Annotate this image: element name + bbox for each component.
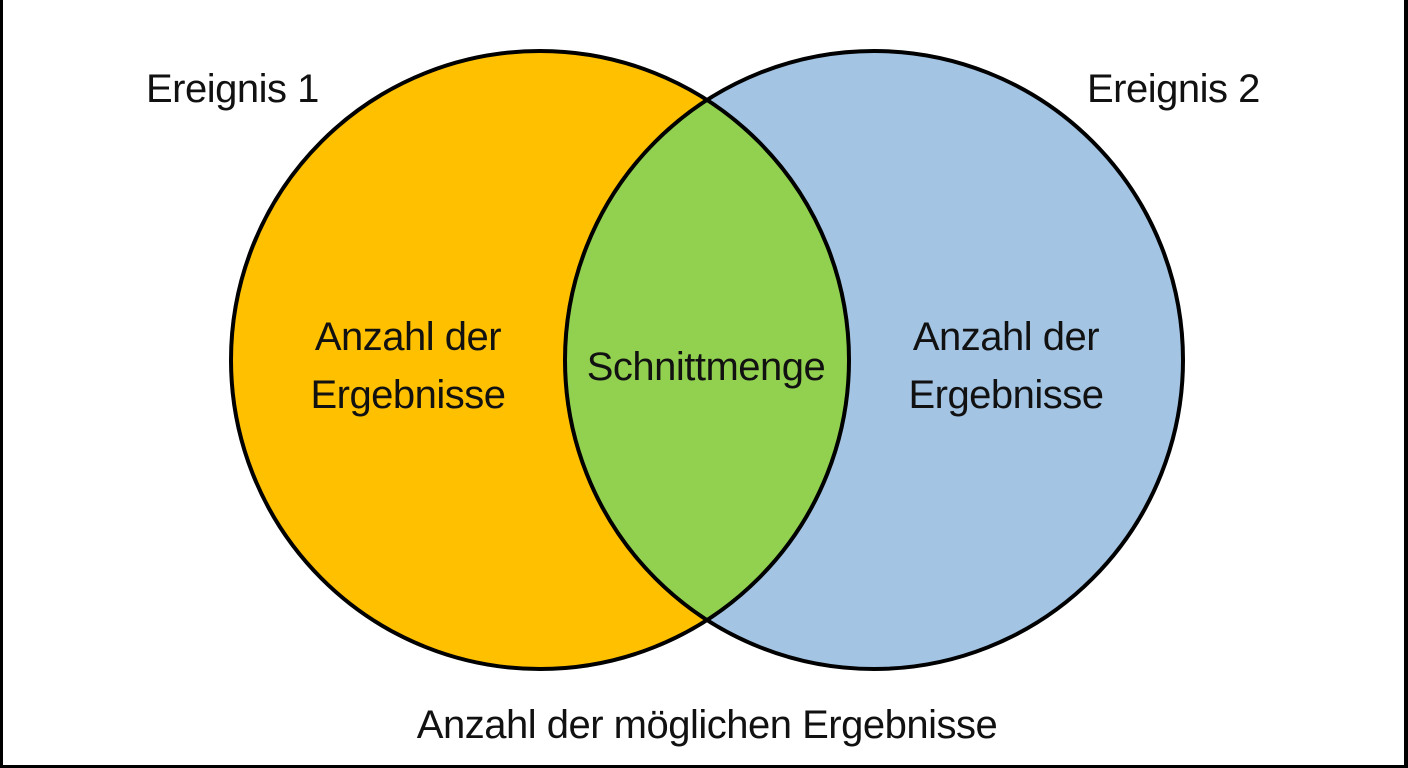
event2-region-label-line2: Ergebnisse <box>908 373 1104 417</box>
venn-diagram <box>229 49 1185 671</box>
intersection-label: Schnittmenge <box>586 345 826 389</box>
event1-outline <box>229 49 851 671</box>
event2-outline <box>563 49 1185 671</box>
event2-region-label-line1: Anzahl der <box>912 315 1100 359</box>
event1-region-label-line2: Ergebnisse <box>310 373 506 417</box>
intersection-region <box>565 51 849 669</box>
event2-region-label: Anzahl der Ergebnisse <box>901 308 1111 424</box>
event1-title: Ereignis 1 <box>146 67 319 111</box>
event1-region-label: Anzahl der Ergebnisse <box>303 308 513 424</box>
event2-title: Ereignis 2 <box>1087 67 1260 111</box>
event1-region-label-line1: Anzahl der <box>314 315 502 359</box>
universe-label: Anzahl der möglichen Ergebnisse <box>416 703 998 747</box>
